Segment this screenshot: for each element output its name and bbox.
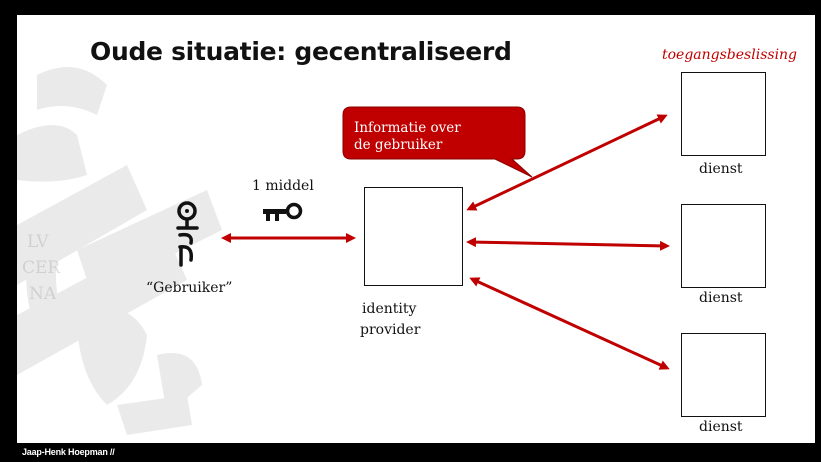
idp-label-line-2: provider <box>360 322 421 338</box>
identity-provider-box <box>364 187 463 286</box>
credential-label: 1 middel <box>252 178 314 194</box>
slide-footer: Jaap-Henk Hoepman // <box>0 443 821 462</box>
slide-canvas: LV CER NA Oude situatie: gecentraliseerd… <box>17 15 815 443</box>
service-label-3: dienst <box>699 419 743 435</box>
svg-text:NA: NA <box>29 284 57 304</box>
footer-author: Jaap-Henk Hoepman // <box>22 447 115 457</box>
service-label-1: dienst <box>699 161 743 177</box>
service-box-2 <box>681 204 766 288</box>
arrow-idp-service-1 <box>466 114 668 211</box>
callout-text: Informatie over de gebruiker <box>354 120 494 154</box>
callout-line-2: de gebruiker <box>354 137 443 153</box>
user-label: “Gebruiker” <box>146 280 233 296</box>
access-decision-label: toegangsbeslissing <box>662 47 798 63</box>
arrow-idp-service-2 <box>466 237 670 251</box>
service-box-3 <box>681 333 766 417</box>
idp-label-line-1: identity <box>362 301 417 317</box>
svg-text:CER: CER <box>22 258 61 278</box>
person-glyph-icon <box>176 201 199 267</box>
key-icon <box>263 202 303 221</box>
svg-text:LV: LV <box>27 232 49 252</box>
service-label-2: dienst <box>699 290 743 306</box>
slide-title: Oude situatie: gecentraliseerd <box>90 37 512 66</box>
callout-line-1: Informatie over <box>354 120 461 136</box>
university-crest-watermark: LV CER NA <box>17 67 222 435</box>
service-box-1 <box>681 72 766 156</box>
arrow-idp-service-3 <box>469 277 670 370</box>
